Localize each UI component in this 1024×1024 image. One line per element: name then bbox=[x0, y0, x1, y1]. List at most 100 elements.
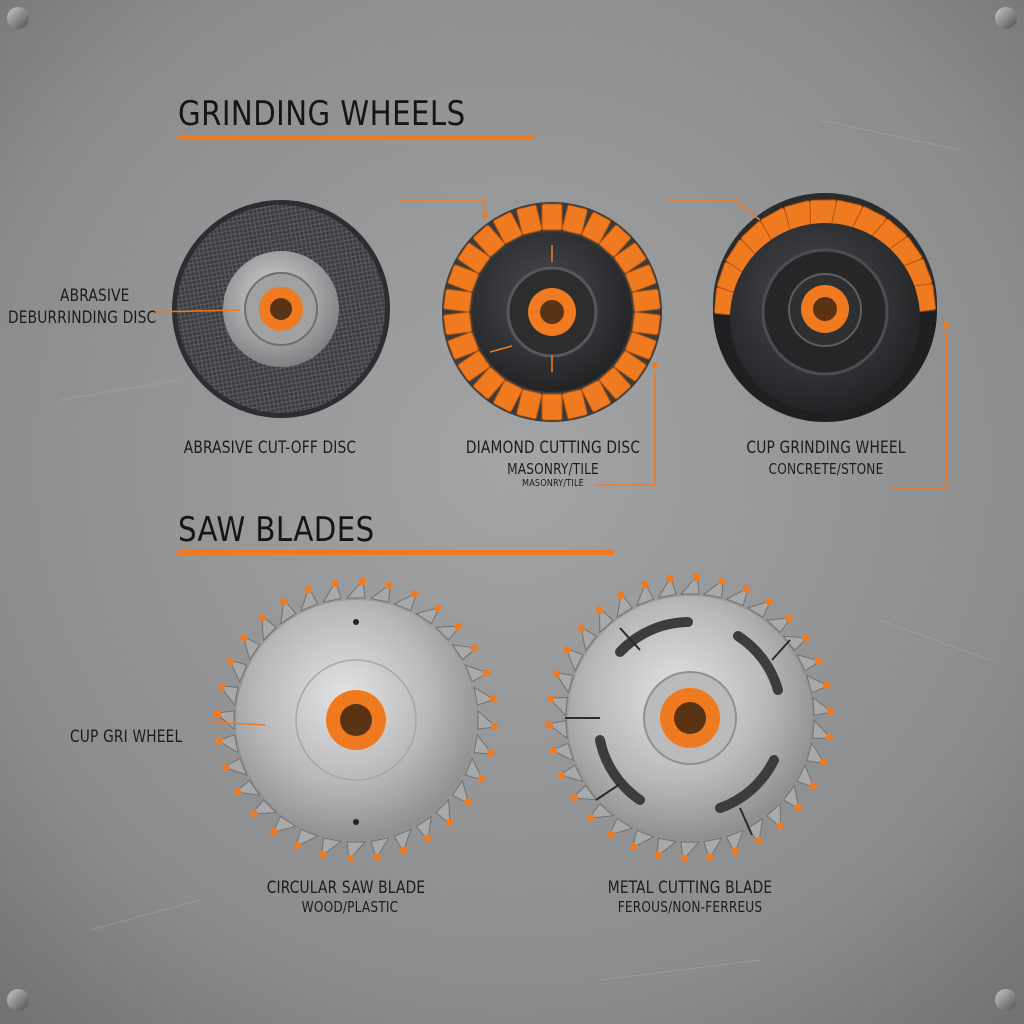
label-diamond-sub-small: MASONRY/TILE bbox=[522, 478, 584, 489]
saw-tooth bbox=[746, 597, 774, 619]
saw-tooth bbox=[464, 664, 491, 683]
saw-tooth bbox=[545, 719, 568, 740]
saw-tooth bbox=[680, 841, 701, 862]
label-deburring-disc: DEBURRINDING DISC bbox=[8, 308, 157, 328]
saw-tooth bbox=[766, 802, 785, 831]
diamond-segment bbox=[625, 331, 657, 360]
diamond-segment bbox=[614, 242, 647, 274]
diamond-segment bbox=[443, 288, 473, 313]
saw-tooth bbox=[451, 779, 473, 807]
saw-tooth bbox=[546, 695, 568, 717]
flap-disc-icon bbox=[172, 200, 390, 418]
saw-tooth bbox=[214, 710, 235, 731]
label-abrasive: ABRASIVE bbox=[60, 286, 130, 306]
saw-tooth bbox=[346, 841, 367, 862]
label-cutoff-disc: ABRASIVE CUT-OFF DISC bbox=[183, 438, 357, 458]
saw-tooth bbox=[300, 585, 319, 612]
saw-tooth bbox=[415, 603, 443, 625]
saw-tooth bbox=[679, 574, 700, 595]
diamond-disc-icon bbox=[442, 202, 662, 422]
cup-wheel-icon bbox=[713, 193, 937, 422]
saw-tooth bbox=[473, 733, 495, 757]
diamond-segment bbox=[561, 204, 588, 235]
diamond-segment bbox=[447, 264, 479, 293]
diamond-segment bbox=[599, 367, 631, 400]
diamond-segment bbox=[516, 204, 543, 235]
diamond-segment bbox=[561, 389, 588, 420]
metal-blade-icon bbox=[545, 574, 835, 862]
saw-tooth bbox=[473, 686, 498, 706]
saw-tooth bbox=[746, 817, 764, 846]
label-diamond-sub: MASONRY/TILE bbox=[507, 460, 599, 478]
saw-tooth bbox=[569, 784, 598, 803]
saw-tooth bbox=[221, 757, 248, 776]
label-metal-title: METAL CUTTING BLADE bbox=[607, 878, 773, 898]
saw-tooth bbox=[796, 763, 818, 791]
saw-tooth bbox=[269, 815, 297, 837]
diamond-segment bbox=[599, 224, 631, 257]
saw-tooth bbox=[703, 837, 723, 862]
saw-tooth bbox=[552, 669, 574, 694]
saw-tooth bbox=[369, 581, 393, 603]
diamond-segment bbox=[447, 331, 479, 360]
saw-tooth bbox=[557, 764, 584, 783]
diamond-segment bbox=[443, 311, 473, 336]
saw-tooth bbox=[702, 577, 726, 599]
saw-tooth bbox=[549, 742, 574, 762]
saw-tooth bbox=[725, 584, 751, 607]
saw-tooth bbox=[796, 653, 823, 672]
heading-saw-blades: SAW BLADES bbox=[178, 510, 375, 550]
label-cup-title: CUP GRINDING WHEEL bbox=[746, 438, 906, 458]
diamond-segment bbox=[493, 380, 523, 413]
diamond-segment bbox=[457, 350, 490, 382]
saw-tooth bbox=[606, 817, 634, 839]
saw-tooth bbox=[806, 742, 828, 767]
diamond-segment bbox=[581, 380, 611, 413]
diamond-segment bbox=[457, 242, 490, 274]
diamond-segment bbox=[541, 393, 563, 421]
saw-tooth bbox=[434, 621, 463, 641]
saw-tooth bbox=[225, 657, 248, 683]
saw-tooth bbox=[595, 605, 614, 634]
saw-tooth bbox=[812, 696, 835, 717]
saw-tooth bbox=[217, 683, 239, 707]
diamond-segment bbox=[631, 288, 661, 313]
saw-tooth bbox=[393, 828, 412, 855]
diamond-segment bbox=[493, 211, 523, 244]
saw-tooth bbox=[279, 596, 297, 625]
saw-tooth bbox=[812, 719, 834, 741]
saw-tooth bbox=[806, 674, 831, 694]
saw-tooth bbox=[214, 734, 239, 754]
saw-tooth bbox=[635, 580, 655, 607]
saw-tooth bbox=[586, 802, 615, 823]
label-metal-sub: FEROUS/NON-FERREUS bbox=[617, 898, 763, 916]
callout-dots bbox=[482, 212, 949, 368]
saw-tooth bbox=[654, 837, 678, 859]
diamond-segment bbox=[581, 211, 611, 244]
saw-tooth bbox=[451, 643, 480, 661]
saw-tooth bbox=[345, 578, 366, 599]
scratch-marks bbox=[59, 119, 991, 981]
saw-tooth bbox=[319, 837, 343, 859]
saw-tooth bbox=[576, 624, 598, 652]
diamond-segment bbox=[516, 389, 543, 420]
saw-tooth bbox=[616, 590, 634, 619]
diamond-segment bbox=[473, 367, 505, 400]
saw-tooth bbox=[562, 645, 584, 673]
saw-tooth bbox=[239, 633, 261, 661]
saw-tooth bbox=[415, 815, 433, 844]
saw-tooth bbox=[370, 837, 390, 862]
label-circular-sub: WOOD/PLASTIC bbox=[301, 898, 399, 916]
diamond-segment bbox=[541, 203, 563, 231]
saw-tooth bbox=[629, 829, 655, 852]
diamond-segment bbox=[625, 264, 657, 293]
label-diamond-title: DIAMOND CUTTING DISC bbox=[465, 438, 641, 458]
label-cup-sub: CONCRETE/STONE bbox=[768, 460, 884, 478]
saw-tooth bbox=[249, 799, 278, 819]
circular-saw-icon bbox=[214, 578, 498, 862]
grinding-underline bbox=[178, 135, 534, 140]
saw-tooth bbox=[725, 829, 745, 856]
saw-tooth bbox=[257, 613, 277, 642]
